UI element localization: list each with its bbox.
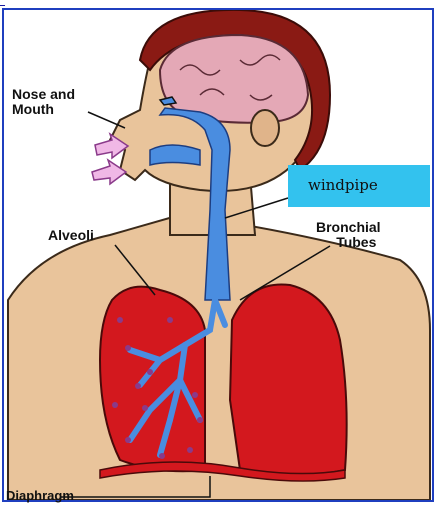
windpipe-label-box: windpipe <box>288 165 430 207</box>
label-diaphragm: Diaphragm <box>6 488 74 503</box>
label-nose-mouth: Nose and Mouth <box>12 87 75 117</box>
label-tubes-line2: Tubes <box>316 235 381 250</box>
label-windpipe: windpipe <box>308 176 378 194</box>
label-mouth-line2: Mouth <box>12 102 75 117</box>
label-bronchial-line1: Bronchial <box>316 220 381 235</box>
label-nose-line1: Nose and <box>12 87 75 102</box>
image-frame <box>2 8 434 502</box>
label-alveoli: Alveoli <box>48 228 94 243</box>
label-bronchial-tubes: Bronchial Tubes <box>316 220 381 250</box>
